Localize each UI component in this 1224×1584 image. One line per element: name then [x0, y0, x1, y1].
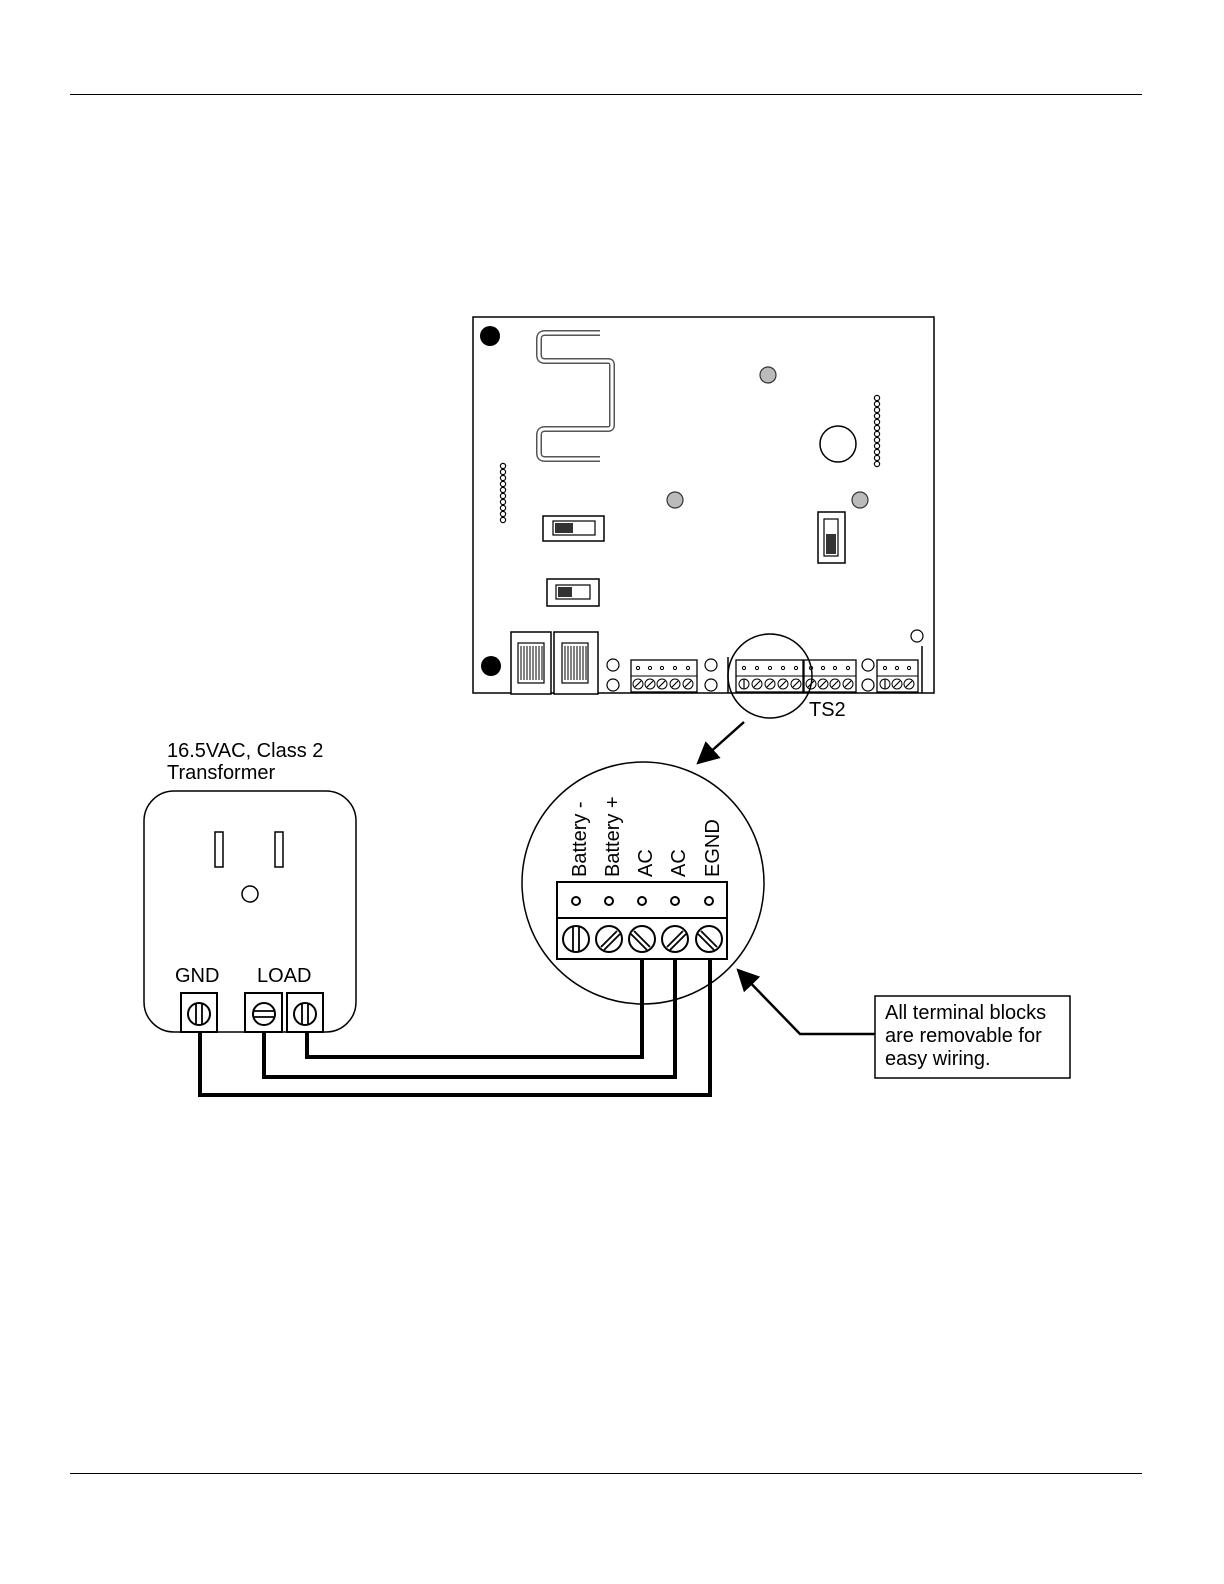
transformer: 16.5VAC, Class 2 Transformer GND LOAD — [144, 740, 356, 1032]
load-terminal-2 — [287, 993, 323, 1032]
ts2-label: TS2 — [809, 699, 846, 721]
slide-switch — [543, 516, 604, 541]
board-terminal-block-ts2 — [736, 660, 803, 692]
terminal-label-egnd: EGND — [702, 819, 724, 877]
transformer-label-line1: 16.5VAC, Class 2 — [167, 740, 323, 762]
note-line-2: are removable for — [885, 1025, 1042, 1047]
terminal-label-ac-1: AC — [635, 849, 657, 877]
mounting-hole-bottom-left — [481, 656, 501, 676]
gnd-label: GND — [175, 965, 219, 987]
load-terminal-1 — [245, 993, 282, 1032]
standoff — [760, 367, 776, 383]
transformer-label-line2: Transformer — [167, 762, 276, 784]
slide-switch — [818, 512, 845, 563]
gnd-terminal — [181, 993, 217, 1032]
terminal-label-ac-2: AC — [668, 849, 690, 877]
slide-switch — [547, 579, 599, 606]
plug-prong-icon — [215, 832, 223, 867]
load-label: LOAD — [257, 965, 311, 987]
magnify-arrow — [698, 722, 744, 763]
rj-jack-2 — [554, 632, 598, 694]
note-line-1: All terminal blocks — [885, 1002, 1046, 1024]
standoff — [667, 492, 683, 508]
note-arrow — [738, 970, 875, 1034]
buzzer-icon — [820, 426, 856, 462]
plug-ground-pin-icon — [242, 886, 258, 902]
note-callout: All terminal blocks are removable for ea… — [738, 970, 1070, 1078]
control-board: TS2 — [473, 317, 934, 721]
mounting-hole-top-left — [480, 326, 500, 346]
board-terminal-block-4 — [877, 660, 918, 692]
board-terminal-block-1 — [631, 660, 697, 692]
note-line-3: easy wiring. — [885, 1048, 991, 1070]
plug-prong-icon — [275, 832, 283, 867]
terminal-label-battery-minus: Battery - — [569, 801, 591, 877]
terminal-label-battery-plus: Battery + — [602, 796, 624, 877]
standoff — [852, 492, 868, 508]
rj-jack-1 — [511, 632, 551, 694]
